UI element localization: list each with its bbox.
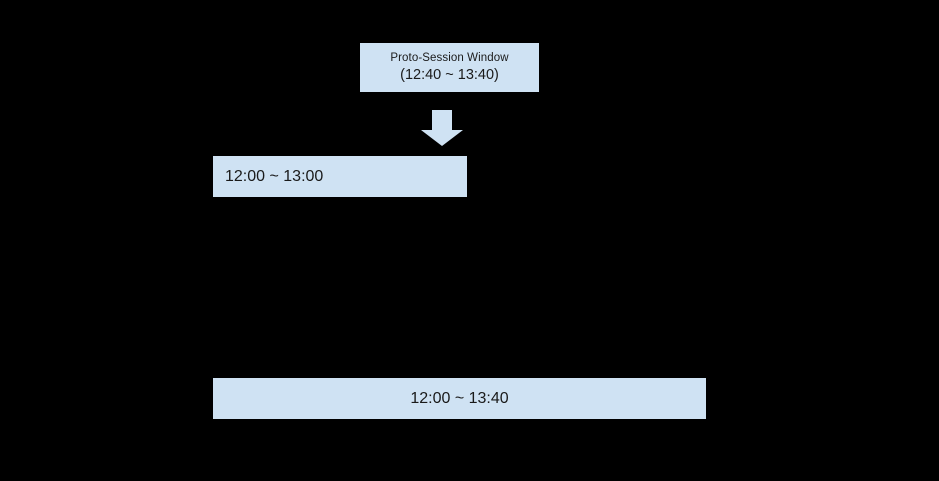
node-proto-session-window-range: (12:40 ~ 13:40) [400, 67, 499, 84]
node-proto-session-window[interactable]: Proto-Session Window (12:40 ~ 13:40) [360, 43, 539, 92]
node-merged-window-label: 12:00 ~ 13:40 [410, 389, 509, 407]
arrow-down-icon [420, 110, 464, 147]
node-clipped-window-label: 12:00 ~ 13:00 [225, 167, 324, 185]
node-proto-session-window-title: Proto-Session Window [390, 51, 509, 64]
node-merged-window[interactable]: 12:00 ~ 13:40 [213, 378, 706, 419]
node-clipped-window[interactable]: 12:00 ~ 13:00 [213, 156, 467, 197]
arrow-down-icon-glyph [421, 110, 463, 146]
